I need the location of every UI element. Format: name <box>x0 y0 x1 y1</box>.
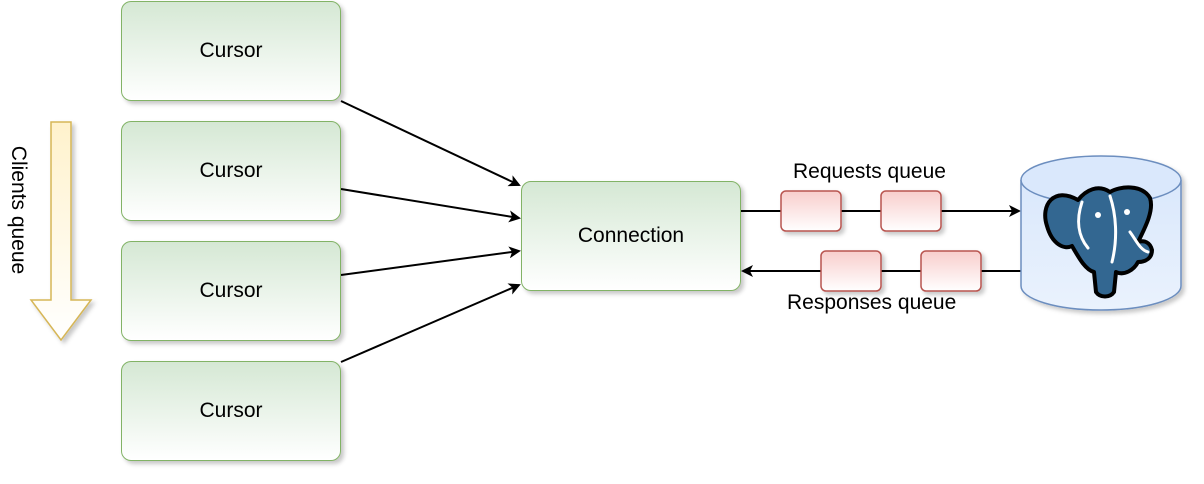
clients-queue-label: Clients queue <box>7 145 30 275</box>
responses-queue-label: Responses queue <box>787 291 957 314</box>
requests-queue-label: Requests queue <box>793 160 946 183</box>
cursor-box: Cursor <box>121 1 341 101</box>
cursor-4-to-connection-arrow <box>340 283 521 363</box>
cursor-label: Cursor <box>199 279 263 302</box>
request-queue-item <box>880 190 942 232</box>
connection-label: Connection <box>577 224 685 247</box>
cursor-label: Cursor <box>199 39 263 62</box>
cursor-box: Cursor <box>121 361 341 461</box>
clients-queue-arrow <box>29 121 93 342</box>
cursor-label: Cursor <box>199 399 263 422</box>
request-queue-item <box>780 190 842 232</box>
response-queue-item <box>920 250 982 292</box>
cursor-label: Cursor <box>199 159 263 182</box>
cursor-2-to-connection-arrow <box>340 188 521 223</box>
connection-box: Connection <box>521 181 741 291</box>
cursor-box: Cursor <box>121 241 341 341</box>
cursor-3-to-connection-arrow <box>340 246 521 276</box>
response-queue-item <box>820 250 882 292</box>
cursor-box: Cursor <box>121 121 341 221</box>
cursor-1-to-connection-arrow <box>340 100 521 187</box>
postgresql-elephant-icon <box>1043 185 1154 299</box>
